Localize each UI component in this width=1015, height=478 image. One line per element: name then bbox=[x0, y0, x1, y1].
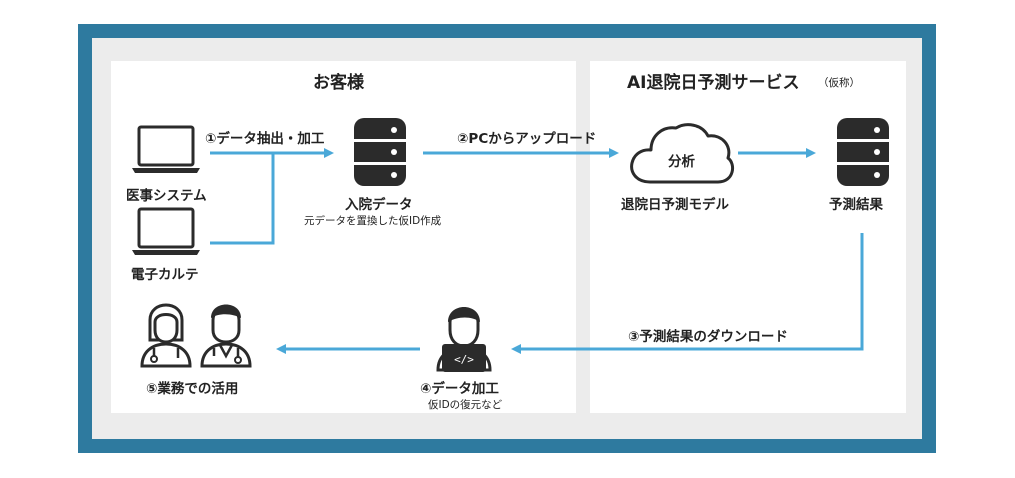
model-label: 退院日予測モデル bbox=[621, 197, 729, 213]
customer-title: お客様 bbox=[313, 73, 364, 93]
prediction-result-label: 予測結果 bbox=[829, 197, 883, 213]
laptop-icon bbox=[132, 207, 200, 255]
cloud-label: 分析 bbox=[668, 154, 695, 170]
cloud-icon bbox=[630, 123, 735, 184]
database-icon bbox=[354, 118, 406, 186]
step-download-label: ③予測結果のダウンロード bbox=[628, 329, 788, 345]
service-title-note: （仮称） bbox=[818, 77, 860, 89]
service-title: AI退院日予測サービス bbox=[627, 73, 800, 93]
database-icon bbox=[837, 118, 889, 186]
connector-ehr bbox=[210, 153, 275, 245]
developer-icon: </> bbox=[436, 307, 492, 372]
arrow-download bbox=[511, 233, 864, 354]
medical-system-label: 医事システム bbox=[126, 188, 207, 204]
admission-data-note: 元データを置換した仮ID作成 bbox=[304, 215, 442, 227]
data-processing-note: 仮IDの復元など bbox=[428, 399, 503, 411]
svg-text:</>: </> bbox=[454, 353, 474, 366]
doctor-icon bbox=[200, 304, 252, 368]
business-use-label: ⑤業務での活用 bbox=[146, 381, 239, 397]
admission-data-label: 入院データ bbox=[345, 197, 413, 213]
step-upload-label: ②PCからアップロード bbox=[457, 131, 597, 147]
nurse-icon bbox=[140, 303, 192, 368]
step-extract-label: ①データ抽出・加工 bbox=[205, 131, 325, 147]
ehr-label: 電子カルテ bbox=[131, 267, 199, 283]
data-processing-label: ④データ加工 bbox=[420, 381, 499, 397]
laptop-icon bbox=[132, 125, 200, 173]
